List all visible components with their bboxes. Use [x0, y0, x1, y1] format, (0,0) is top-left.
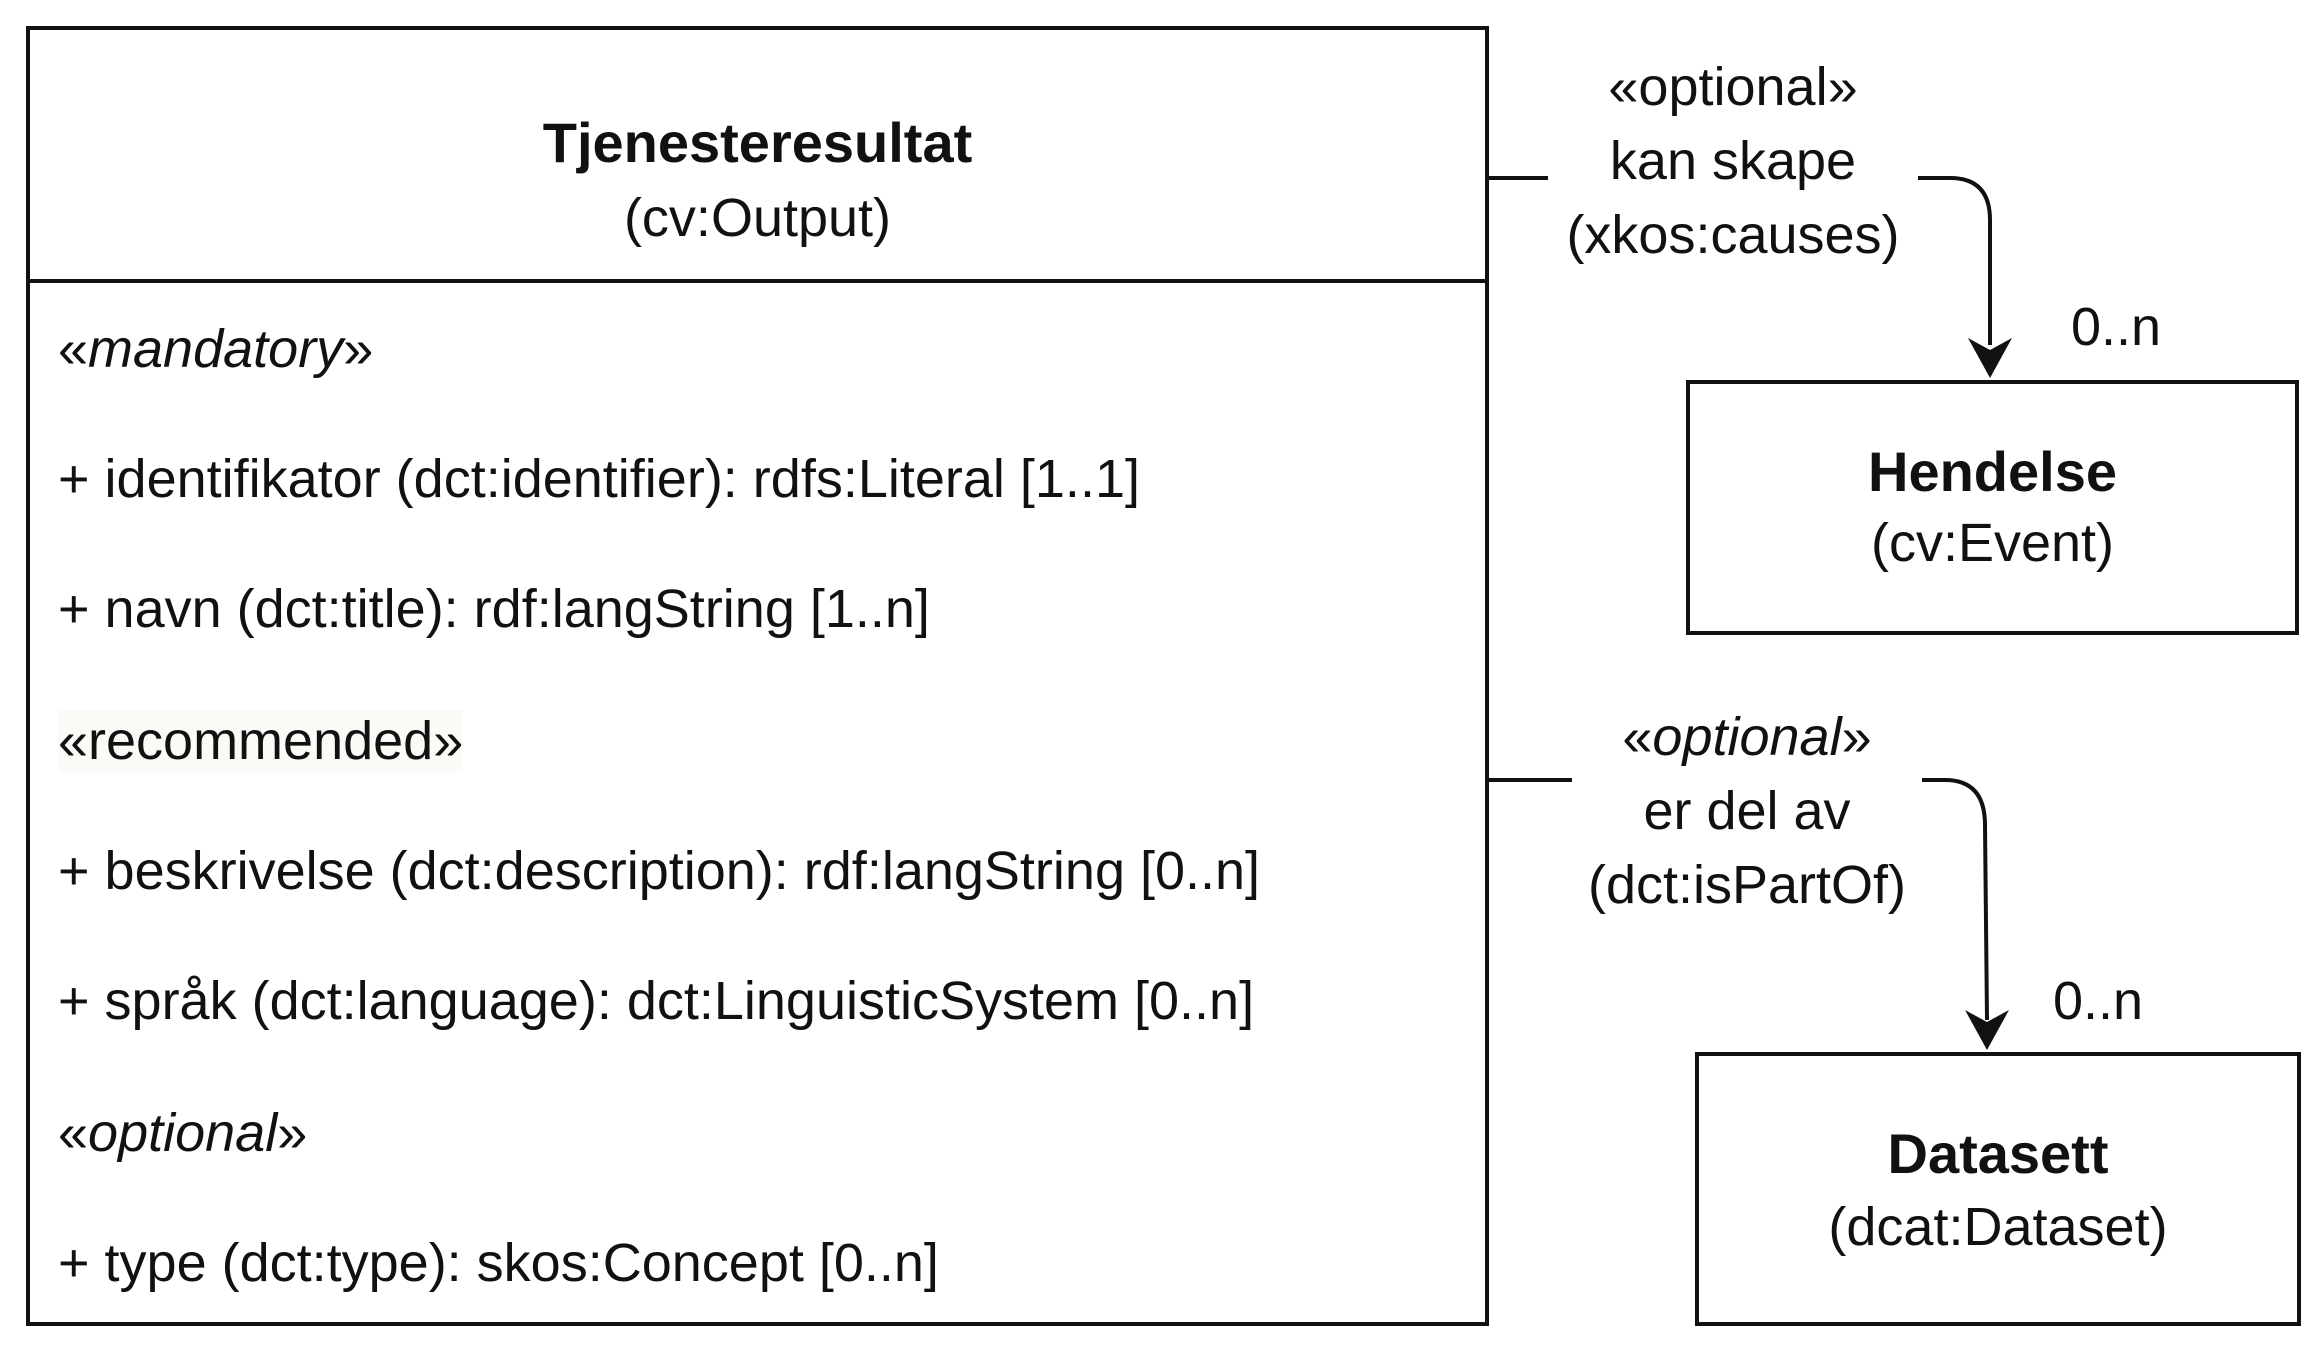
stereotype-optional: «optional» — [58, 1102, 307, 1164]
guillemet-open: « — [58, 1103, 89, 1163]
guillemet-close: » — [343, 319, 374, 379]
guillemet-open: « — [1622, 707, 1653, 767]
stereotype-text: optional — [1652, 707, 1842, 767]
attribute-title: + navn (dct:title): rdf:langString [1..n… — [58, 579, 930, 639]
relation-property: (xkos:causes) — [1566, 205, 1900, 265]
multiplicity-causes: 0..n — [2071, 297, 2162, 357]
class-box-hendelse[interactable]: Hendelse (cv:Event) — [1686, 380, 2299, 635]
relation-name: er del av — [1643, 781, 1851, 841]
class-name: Hendelse — [1868, 440, 2117, 503]
stereotype-text: optional — [88, 1103, 278, 1163]
class-uri: (cv:Event) — [1870, 513, 2115, 573]
class-name: Tjenesteresultat — [542, 111, 973, 174]
causes-arrowhead — [1968, 338, 2012, 378]
multiplicity-is-part-of: 0..n — [2053, 971, 2144, 1031]
guillemet-close: » — [277, 1103, 308, 1163]
stereotype-recommended: «recommended» — [58, 710, 464, 772]
relation-property: (dct:isPartOf) — [1587, 855, 1907, 915]
attribute-identifier: + identifikator (dct:identifier): rdfs:L… — [58, 449, 1140, 509]
class-box-tjenesteresultat[interactable]: Tjenesteresultat (cv:Output) «mandatory»… — [26, 26, 1489, 1326]
class-header: Tjenesteresultat (cv:Output) — [30, 30, 1485, 283]
attribute-description: + beskrivelse (dct:description): rdf:lan… — [58, 841, 1261, 901]
attribute-type: + type (dct:type): skos:Concept [0..n] — [58, 1233, 939, 1293]
relation-stereotype: «optional» — [1608, 57, 1858, 117]
class-box-datasett[interactable]: Datasett (dcat:Dataset) — [1695, 1052, 2301, 1326]
class-name: Datasett — [1887, 1122, 2109, 1185]
guillemet-open: « — [58, 319, 89, 379]
attribute-language: + språk (dct:language): dct:LinguisticSy… — [58, 971, 1255, 1031]
relation-stereotype: «optional» — [1572, 700, 1922, 774]
relation-label-causes: «optional» kan skape (xkos:causes) — [1548, 50, 1918, 272]
class-uri: (cv:Output) — [623, 188, 892, 248]
guillemet-close: » — [1841, 707, 1872, 767]
stereotype-mandatory: «mandatory» — [58, 318, 373, 380]
class-uri: (dcat:Dataset) — [1828, 1197, 2168, 1257]
is-part-of-arrowhead — [1965, 1010, 2009, 1050]
relation-label-is-part-of: «optional» er del av (dct:isPartOf) — [1572, 700, 1922, 922]
stereotype-text: mandatory — [88, 319, 344, 379]
relation-name: kan skape — [1609, 131, 1857, 191]
